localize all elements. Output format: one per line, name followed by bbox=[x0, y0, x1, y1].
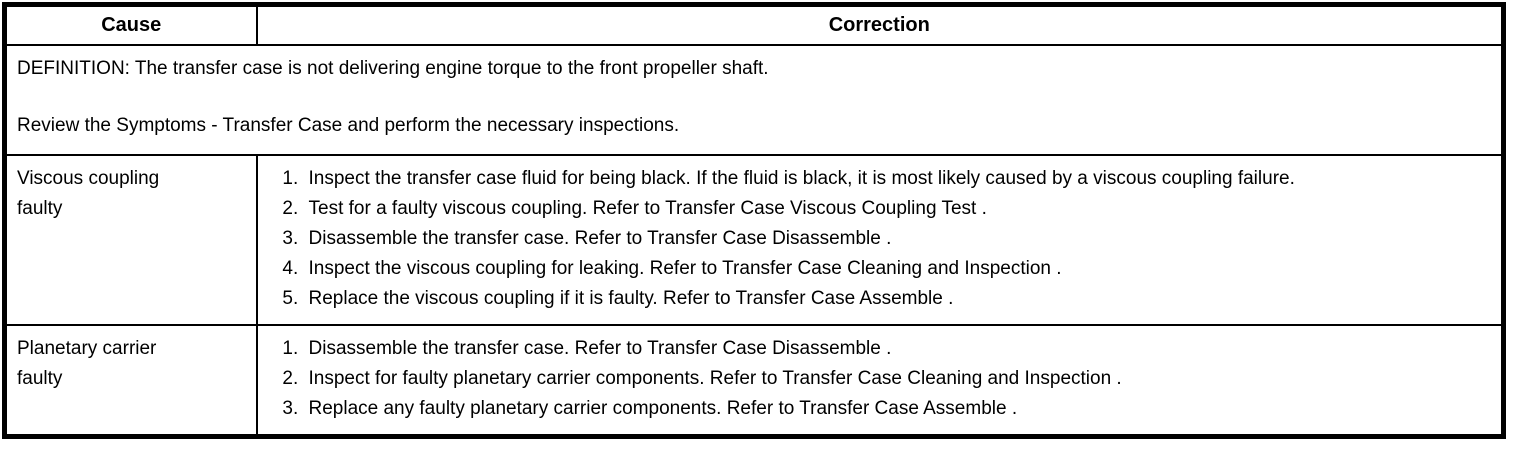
cause-cell: Viscous coupling faulty bbox=[3, 153, 258, 326]
table-header-row: Cause Correction bbox=[3, 3, 1505, 46]
cause-label: Viscous coupling faulty bbox=[17, 167, 160, 219]
cause-cell: Planetary carrier faulty bbox=[3, 323, 258, 437]
definition-row: DEFINITION: The transfer case is not del… bbox=[3, 43, 1505, 156]
correction-step: Inspect the transfer case fluid for bein… bbox=[304, 164, 1488, 194]
correction-cell: Inspect the transfer case fluid for bein… bbox=[255, 153, 1505, 326]
correction-step: Test for a faulty viscous coupling. Refe… bbox=[304, 194, 1488, 224]
cause-correction-table: Cause Correction DEFINITION: The transfe… bbox=[2, 2, 1506, 439]
correction-step: Replace any faulty planetary carrier com… bbox=[304, 394, 1488, 424]
table-row-viscous-coupling: Viscous coupling faulty Inspect the tran… bbox=[3, 153, 1505, 326]
cause-label: Planetary carrier faulty bbox=[17, 337, 157, 389]
definition-text: DEFINITION: The transfer case is not del… bbox=[17, 57, 769, 79]
correction-steps-list: Disassemble the transfer case. Refer to … bbox=[258, 334, 1488, 424]
correction-step: Inspect the viscous coupling for leaking… bbox=[304, 254, 1488, 284]
correction-step: Inspect for faulty planetary carrier com… bbox=[304, 364, 1488, 394]
table-row-planetary-carrier: Planetary carrier faulty Disassemble the… bbox=[3, 323, 1505, 437]
correction-step: Replace the viscous coupling if it is fa… bbox=[304, 284, 1488, 314]
correction-step: Disassemble the transfer case. Refer to … bbox=[304, 334, 1488, 364]
column-header-correction: Correction bbox=[255, 3, 1505, 46]
correction-cell: Disassemble the transfer case. Refer to … bbox=[255, 323, 1505, 437]
review-symptoms-text: Review the Symptoms - Transfer Case and … bbox=[17, 114, 680, 136]
definition-cell: DEFINITION: The transfer case is not del… bbox=[3, 43, 1505, 156]
correction-steps-list: Inspect the transfer case fluid for bein… bbox=[258, 164, 1488, 314]
correction-step: Disassemble the transfer case. Refer to … bbox=[304, 224, 1488, 254]
column-header-cause: Cause bbox=[3, 3, 258, 46]
